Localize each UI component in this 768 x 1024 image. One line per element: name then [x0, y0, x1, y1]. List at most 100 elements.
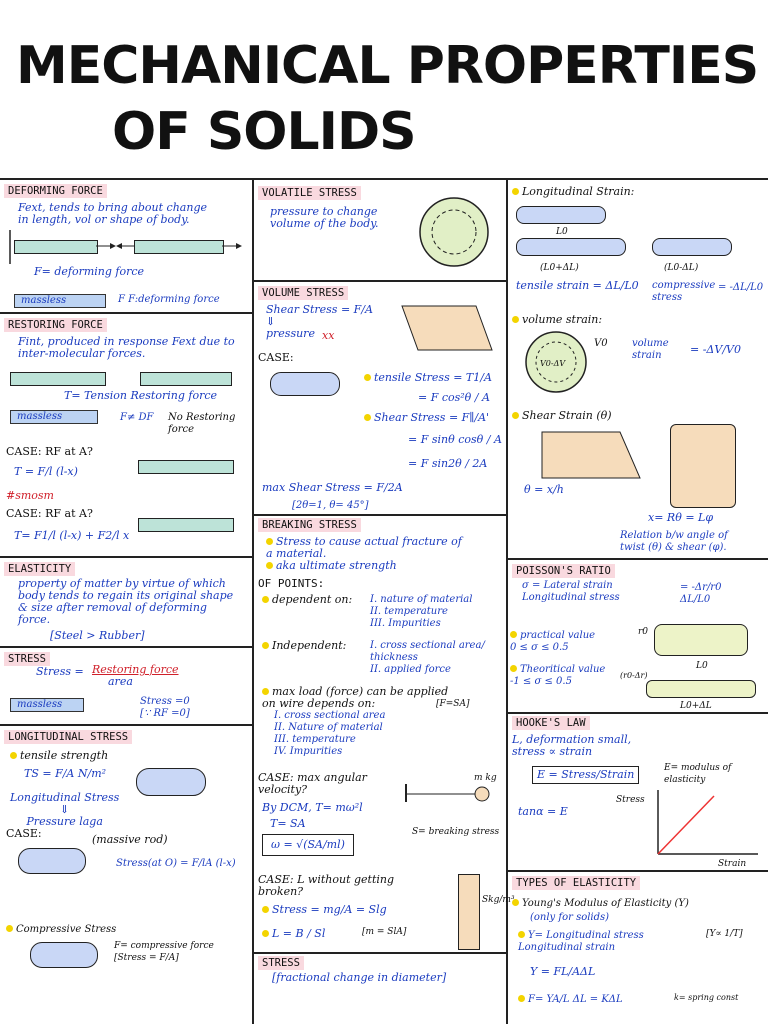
compressive-cylinder	[30, 942, 98, 968]
young-f-eq: F= YA/L ΔL = KΔL	[518, 994, 623, 1006]
deforming-legend: F= deforming force	[34, 265, 145, 278]
volume-strain-eq-r: = -ΔV/V0	[690, 343, 741, 356]
poisson-eq-r: = -Δr/r0 ΔL/L0	[680, 582, 722, 605]
length-case: CASE: L without getting broken?	[258, 873, 395, 898]
angular-dcm: By DCM, T= mω²l	[262, 801, 363, 814]
volume-strain-eq: volume strain	[632, 338, 669, 361]
divider	[252, 952, 506, 954]
volume-case-cylinder	[270, 372, 340, 396]
dependent-label: dependent on:	[262, 594, 352, 606]
volatile-stress-heading: VOLATILE STRESS	[258, 186, 361, 200]
compressive-strain-eq: = -ΔL/L0	[718, 282, 764, 293]
case2-label: CASE: RF at A?	[6, 507, 93, 520]
massive-rod-note: (massive rod)	[92, 833, 168, 846]
independent-list: I. cross sectional area/ thickness II. a…	[370, 640, 485, 675]
shear-stress-eq: Shear Stress = F∥/A'	[364, 412, 489, 424]
tensile-strain-eq: tensile strain = ΔL/L0	[516, 279, 639, 292]
strain-cylinder-3	[652, 238, 732, 256]
breaking-line1: Stress to cause actual fracture of a mat…	[266, 535, 462, 560]
elasticity-heading: ELASTICITY	[4, 562, 76, 576]
stress2-text: [fractional change in diameter]	[272, 971, 447, 984]
page-title-line2: OF SOLIDS	[112, 102, 417, 162]
maxload-list: I. cross sectional area II. Nature of ma…	[274, 710, 386, 757]
volume-vdv: V0-ΔV	[540, 359, 566, 368]
independent-label: Independent:	[262, 640, 346, 652]
young-only: (only for solids)	[530, 912, 610, 923]
case-label: CASE:	[6, 827, 42, 840]
tensile-strength: tensile strength	[10, 750, 108, 762]
max-shear-eq: max Shear Stress = F/2A	[262, 481, 403, 494]
massless-label-1: massless	[14, 294, 106, 308]
hooke-e-note: E= modulus of elasticity	[664, 763, 732, 785]
length-note: [m = SlA]	[362, 927, 407, 937]
elasticity-note: [Steel > Rubber]	[50, 629, 145, 642]
poisson-heading: POISSON'S RATIO	[512, 564, 615, 578]
stress2-heading: STRESS	[258, 956, 304, 970]
hooke-tan: tanα = E	[518, 805, 568, 818]
restoring-note2: No Restoring force	[168, 412, 236, 435]
shear-strain-heading: Shear Strain (θ)	[512, 410, 612, 422]
divider	[252, 280, 506, 282]
column-divider-1	[252, 178, 254, 1024]
divider	[0, 646, 252, 648]
length-l: L = B / Sl	[262, 928, 325, 940]
deforming-note: F F:deforming force	[118, 294, 220, 305]
massive-rod-equation: Stress(at O) = F/lA (l-x)	[116, 858, 236, 869]
divider	[506, 558, 768, 560]
hooke-y-axis: Stress	[616, 795, 645, 805]
shear-relation-text: Relation b/w angle of twist (θ) & shear …	[620, 530, 728, 553]
hashtag-label: #smosm	[6, 489, 54, 502]
maxload-label: max load (force) can be applied on wire …	[262, 685, 449, 710]
stress-eq-left: Stress =	[36, 665, 84, 678]
poisson-eq: σ = Lateral strain Longitudinal stress	[522, 580, 620, 603]
divider	[252, 514, 506, 516]
elasticity-text: property of matter by virtue of which bo…	[18, 577, 234, 626]
length-stress: Stress = mg/A = Slg	[262, 904, 387, 916]
page-title-line1: MECHANICAL PROPERTIES	[16, 36, 759, 96]
case1-bar	[138, 460, 234, 474]
young-bracket: [Y∝ 1/T]	[706, 929, 743, 939]
poisson-theoretical: Theoritical value -1 ≤ σ ≤ 0.5	[510, 664, 606, 687]
volatile-sphere	[419, 197, 489, 267]
volume-text: Shear Stress = F/A ⇓ pressure	[266, 303, 373, 340]
hooke-x-axis: Strain	[718, 859, 747, 869]
breaking-line2: aka ultimate strength	[266, 560, 397, 572]
massive-rod-cylinder	[18, 848, 86, 874]
strain-cylinder-1	[516, 206, 606, 224]
angular-s-note: S= breaking stress	[412, 827, 500, 837]
op-heading: OF POINTS:	[258, 577, 325, 590]
max-shear-note: [2θ=1, θ= 45°]	[292, 500, 369, 511]
shear-stress-eq3: = F sin2θ / 2A	[408, 457, 488, 470]
length-kg: Skg/m³	[482, 895, 515, 905]
stress-eq-num: Restoring force	[92, 663, 179, 676]
divider	[0, 556, 252, 558]
longitudinal-strain-heading: Longitudinal Strain:	[512, 186, 634, 198]
massless-label-2: massless	[10, 410, 98, 424]
dependent-list: I. nature of material II. temperature II…	[370, 594, 473, 629]
strain-l0: L0	[556, 227, 568, 237]
divider	[506, 870, 768, 872]
strain-cylinder-2	[516, 238, 626, 256]
case2-bar	[138, 518, 234, 532]
ts-equation: TS = F/A N/m²	[24, 767, 107, 780]
hooke-heading: HOOKE'S LAW	[512, 716, 590, 730]
hooke-text: L, deformation small, stress ∝ strain	[512, 733, 632, 758]
compressive-note: F= compressive force [Stress = F/A]	[114, 941, 214, 963]
young-eq: Y= Longitudinal stress Longitudinal stra…	[518, 930, 644, 953]
poisson-r0: r0	[638, 627, 649, 637]
hooke-e-eq: E = Stress/Strain	[532, 766, 640, 784]
shear-stress-eq2: = F sinθ cosθ / A	[408, 433, 502, 446]
poisson-l0dl: L0+ΔL	[680, 701, 712, 711]
volume-v0: V0	[594, 338, 608, 349]
stress-result: Stress =0 [∵ RF =0]	[140, 696, 190, 719]
compressive-strain-label: compressive stress	[652, 280, 716, 303]
top-border	[0, 178, 768, 180]
pendulum-diagram	[405, 784, 490, 802]
restoring-bar-right	[140, 372, 232, 386]
compressive-stress: Compressive Stress	[6, 924, 116, 936]
volume-xx: xx	[322, 329, 335, 342]
hooke-graph	[657, 790, 758, 855]
shear-block	[401, 305, 493, 351]
restoring-note1: F≠ DF	[120, 412, 154, 423]
poisson-cylinder-1	[654, 624, 748, 656]
